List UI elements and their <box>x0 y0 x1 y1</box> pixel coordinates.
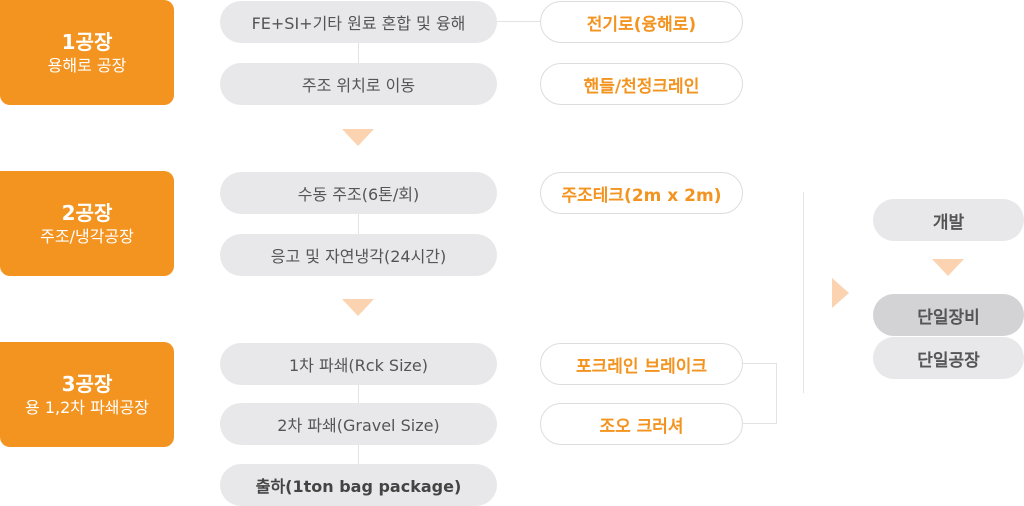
result-pill-single-equipment: 단일장비 <box>873 294 1024 336</box>
step-pill: 수동 주조(6톤/회) <box>220 172 497 214</box>
step-pill: 1차 파쇄(Rck Size) <box>220 343 497 385</box>
factory-3-box: 3공장 용 1,2차 파쇄공장 <box>0 342 174 447</box>
connector-line <box>358 214 359 234</box>
down-arrow-icon <box>342 299 374 316</box>
step-pill: 출하(1ton bag package) <box>220 464 497 506</box>
step-pill: 2차 파쇄(Gravel Size) <box>220 403 497 445</box>
step-pill: FE+SI+기타 원료 혼합 및 융해 <box>220 1 497 43</box>
right-arrow-icon <box>832 278 849 308</box>
factory-title: 2공장 <box>61 200 113 225</box>
result-pill-development: 개발 <box>873 199 1024 241</box>
bracket-line <box>743 423 776 424</box>
equipment-pill: 핸들/천정크레인 <box>540 63 743 105</box>
equipment-pill: 조오 크러셔 <box>540 403 743 445</box>
equipment-pill: 포크레인 브레이크 <box>540 343 743 385</box>
bracket-line <box>743 363 776 364</box>
down-arrow-icon <box>932 259 964 276</box>
factory-subtitle: 용 1,2차 파쇄공장 <box>25 397 149 417</box>
result-pill-single-factory: 단일공장 <box>873 337 1024 379</box>
factory-subtitle: 주조/냉각공장 <box>40 226 134 246</box>
factory-1-box: 1공장 용해로 공장 <box>0 0 174 105</box>
equipment-pill: 주조테크(2m x 2m) <box>540 172 743 214</box>
factory-subtitle: 용해로 공장 <box>47 55 127 75</box>
factory-2-box: 2공장 주조/냉각공장 <box>0 171 174 276</box>
connector-line <box>497 21 540 22</box>
step-pill: 응고 및 자연냉각(24시간) <box>220 234 497 276</box>
bracket-line <box>776 363 777 424</box>
factory-title: 1공장 <box>61 29 113 54</box>
down-arrow-icon <box>342 129 374 146</box>
equipment-pill: 전기로(융해로) <box>540 1 743 43</box>
factory-title: 3공장 <box>61 371 113 396</box>
divider-line <box>803 192 804 393</box>
connector-line <box>358 43 359 63</box>
step-pill: 주조 위치로 이동 <box>220 63 497 105</box>
